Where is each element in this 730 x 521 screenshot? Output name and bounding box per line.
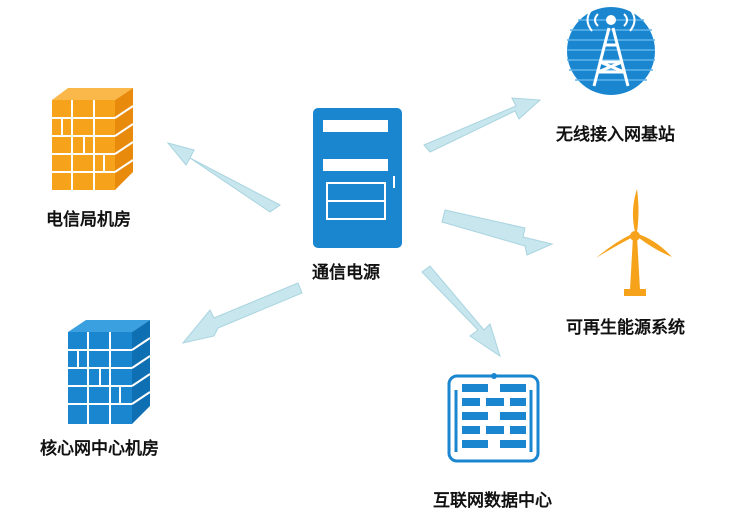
arrow-to-idc	[421, 265, 501, 358]
core-room-building-icon	[68, 320, 151, 424]
arrow-to-telecom-room	[166, 142, 281, 213]
core-room-label: 核心网中心机房	[40, 439, 159, 459]
center-label: 通信电源	[312, 263, 380, 283]
wind-turbine-icon	[596, 189, 672, 296]
data-center-icon	[447, 373, 540, 463]
idc-label: 互联网数据中心	[433, 491, 552, 511]
renewable-label: 可再生能源系统	[566, 318, 685, 338]
arrow-to-core-room	[181, 282, 303, 344]
power-server-icon	[313, 108, 402, 248]
wireless-bs-label: 无线接入网基站	[556, 125, 675, 145]
radio-tower-icon	[567, 7, 655, 95]
arrow-to-renewable	[441, 209, 554, 256]
arrow-to-wireless-bs	[423, 97, 542, 153]
telecom-room-building-icon	[52, 88, 134, 190]
telecom-room-label: 电信局机房	[46, 210, 131, 230]
